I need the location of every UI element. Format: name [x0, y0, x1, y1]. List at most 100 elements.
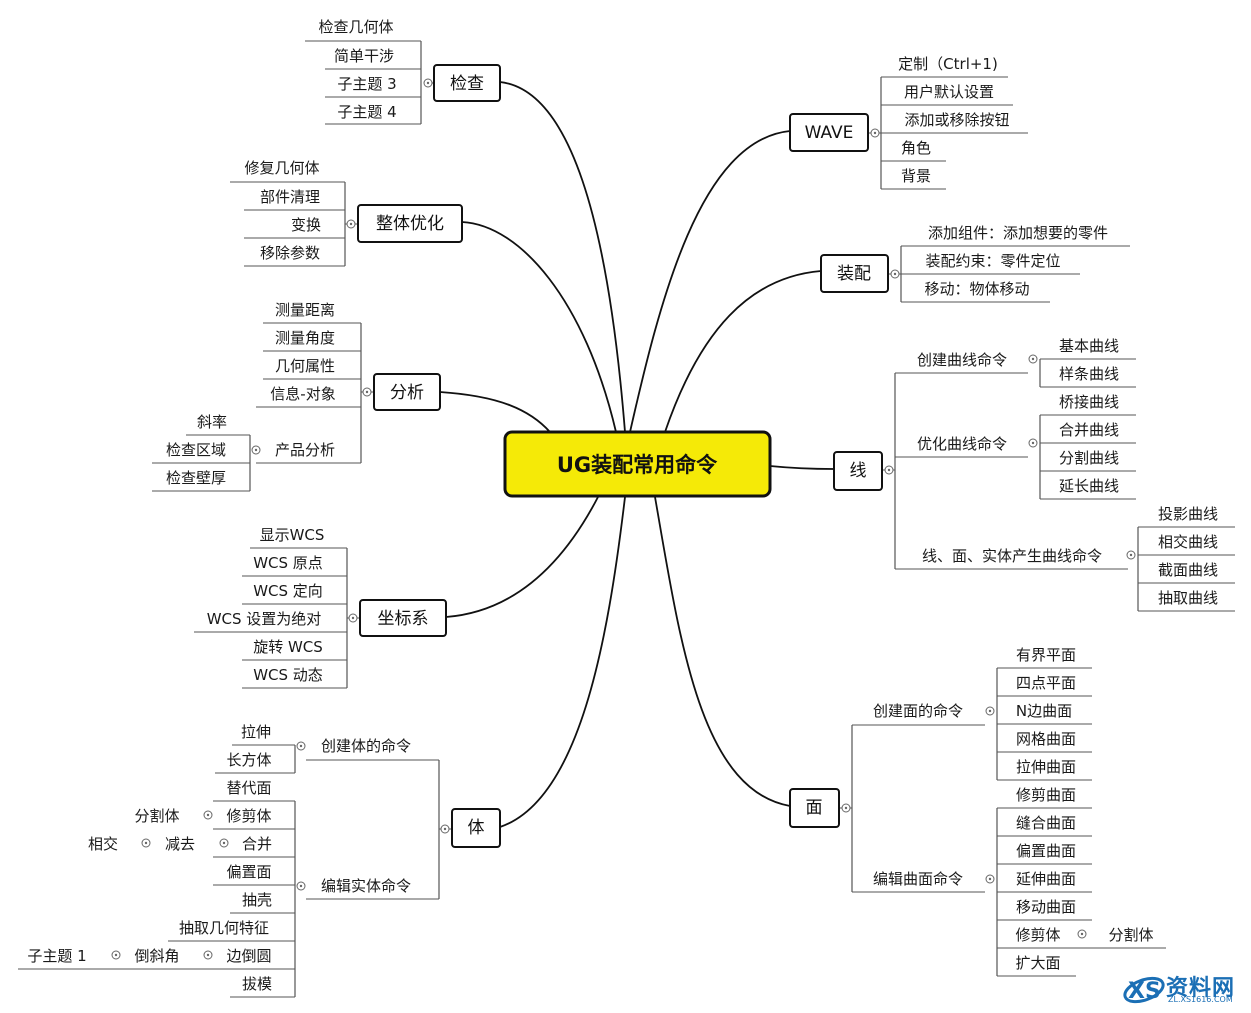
line-produce-item-3: 截面曲线 [1158, 561, 1218, 579]
analysis-item-2: 测量角度 [275, 329, 335, 347]
collapse-dot-icon [206, 813, 210, 817]
product-item-1: 斜率 [197, 413, 227, 431]
check-item-3: 子主题 3 [337, 75, 396, 93]
branch-body[interactable]: 体 创建体的命令 拉伸 长方体 编辑实体命令 替代面 修剪体 合并 偏置面 抽壳… [18, 723, 501, 998]
coord-item-1: 显示WCS [260, 526, 325, 544]
body-round-sub: 倒斜角 [134, 947, 179, 965]
face-create-item-4: 网格曲面 [1016, 730, 1076, 748]
branch-check[interactable]: 检查 检查几何体 简单干涉 子主题 3 子主题 4 [305, 18, 501, 125]
wave-item-1: 定制（Ctrl+1) [898, 55, 998, 73]
body-edit-item-8: 拔模 [242, 975, 272, 993]
face-edit-item-3: 偏置曲面 [1016, 842, 1076, 860]
collapse-dot-icon [351, 616, 355, 620]
body-merge-sub: 减去 [165, 835, 195, 853]
coord-item-3: WCS 定向 [253, 582, 323, 600]
face-edit-item-5: 移动曲面 [1016, 898, 1076, 916]
check-item-2: 简单干涉 [334, 47, 394, 65]
line-optimize-item-2: 合并曲线 [1059, 421, 1119, 439]
body-edit-item-7: 边倒圆 [226, 947, 271, 965]
collapse-dot-icon [443, 827, 447, 831]
face-edit-item-1: 修剪曲面 [1016, 786, 1076, 804]
body-create-item-1: 拉伸 [241, 723, 271, 741]
collapse-dot-icon [349, 222, 353, 226]
coord-item-6: WCS 动态 [253, 666, 323, 684]
collapse-dot-icon [1080, 932, 1084, 936]
collapse-dot-icon [206, 953, 210, 957]
coord-item-5: 旋转 WCS [253, 638, 323, 656]
face-edit-item-6: 修剪体 [1015, 926, 1060, 944]
central-topic-label: UG装配常用命令 [557, 453, 718, 477]
body-edit-item-4: 偏置面 [226, 863, 271, 881]
assembly-item-2: 装配约束：零件定位 [925, 252, 1060, 270]
optimize-item-3: 变换 [291, 216, 321, 234]
face-create-item-1: 有界平面 [1016, 646, 1076, 664]
body-edit-item-3: 合并 [242, 835, 272, 853]
face-create-item-2: 四点平面 [1016, 674, 1076, 692]
check-item-4: 子主题 4 [337, 103, 396, 121]
line-produce-label: 线、面、实体产生曲线命令 [922, 547, 1102, 565]
central-topic[interactable]: UG装配常用命令 [503, 430, 772, 498]
collapse-dot-icon [887, 468, 891, 472]
branch-analysis[interactable]: 分析 测量距离 测量角度 几何属性 信息-对象 产品分析 斜率 检查区域 检查壁… [152, 301, 441, 492]
collapse-dot-icon [222, 841, 226, 845]
line-optimize-label: 优化曲线命令 [917, 435, 1007, 453]
collapse-dot-icon [144, 841, 148, 845]
optimize-item-4: 移除参数 [260, 244, 320, 262]
collapse-dot-icon [299, 884, 303, 888]
branch-assembly[interactable]: 装配 添加组件：添加想要的零件 装配约束：零件定位 移动：物体移动 [820, 224, 1130, 303]
wave-item-5: 背景 [901, 167, 931, 185]
face-edit-item-7: 扩大面 [1015, 954, 1060, 972]
collapse-dot-icon [844, 806, 848, 810]
face-create-label: 创建面的命令 [873, 702, 963, 720]
line-produce-item-2: 相交曲线 [1158, 533, 1218, 551]
coord-item-4: WCS 设置为绝对 [207, 610, 322, 628]
product-item-3: 检查壁厚 [166, 469, 226, 487]
body-create-label: 创建体的命令 [321, 737, 411, 755]
analysis-item-1: 测量距离 [275, 301, 335, 319]
svg-text:XS: XS [1128, 979, 1161, 1004]
line-create-item-2: 样条曲线 [1059, 365, 1119, 383]
knob-dots [114, 81, 1133, 957]
branch-coord[interactable]: 坐标系 显示WCS WCS 原点 WCS 定向 WCS 设置为绝对 旋转 WCS… [194, 526, 447, 689]
collapse-dot-icon [893, 272, 897, 276]
branch-face[interactable]: 面 创建面的命令 有界平面 四点平面 N边曲面 网格曲面 拉伸曲面 编辑曲面命令… [789, 646, 1166, 977]
branch-optimize[interactable]: 整体优化 修复几何体 部件清理 变换 移除参数 [230, 159, 463, 267]
branch-line[interactable]: 线 创建曲线命令 基本曲线 样条曲线 优化曲线命令 桥接曲线 合并曲线 分割曲线… [833, 337, 1235, 612]
branch-analysis-label: 分析 [390, 383, 424, 403]
check-item-1: 检查几何体 [318, 18, 393, 36]
watermark-sub: ZL.XS1616.COM [1168, 995, 1233, 1004]
collapse-dot-icon [254, 448, 258, 452]
face-create-item-3: N边曲面 [1016, 702, 1072, 720]
collapse-dot-icon [426, 81, 430, 85]
watermark-main: 资料网 [1166, 976, 1236, 1001]
branch-line-label: 线 [850, 461, 867, 481]
analysis-product-label: 产品分析 [275, 441, 335, 459]
collapse-dot-icon [1031, 441, 1035, 445]
line-produce-item-1: 投影曲线 [1158, 505, 1218, 523]
collapse-dot-icon [114, 953, 118, 957]
line-create-label: 创建曲线命令 [917, 351, 1007, 369]
body-edit-label: 编辑实体命令 [321, 877, 411, 895]
line-optimize-item-1: 桥接曲线 [1059, 393, 1119, 411]
collapse-dot-icon [1129, 553, 1133, 557]
collapse-dot-icon [988, 709, 992, 713]
line-optimize-item-3: 分割曲线 [1059, 449, 1119, 467]
branch-assembly-label: 装配 [837, 264, 871, 284]
body-trim-sub: 分割体 [134, 807, 179, 825]
body-create-item-2: 长方体 [226, 751, 271, 769]
body-edit-item-6: 抽取几何特征 [179, 919, 269, 937]
body-edit-item-5: 抽壳 [242, 891, 272, 909]
optimize-item-1: 修复几何体 [244, 159, 319, 177]
line-create-item-1: 基本曲线 [1059, 337, 1119, 355]
wave-item-4: 角色 [901, 139, 931, 157]
face-edit-item-4: 延伸曲面 [1016, 870, 1076, 888]
branch-wave[interactable]: WAVE 定制（Ctrl+1) 用户默认设置 添加或移除按钮 角色 背景 [789, 55, 1028, 190]
analysis-item-4: 信息-对象 [270, 385, 335, 403]
body-edit-item-2: 修剪体 [226, 807, 271, 825]
branch-face-label: 面 [806, 798, 823, 818]
xs-logo-icon: XS [1123, 976, 1165, 1004]
assembly-item-1: 添加组件：添加想要的零件 [928, 224, 1108, 242]
face-edit-item-2: 缝合曲面 [1016, 814, 1076, 832]
watermark-logo: XS 资料网 ZL.XS1616.COM [1110, 966, 1250, 1011]
